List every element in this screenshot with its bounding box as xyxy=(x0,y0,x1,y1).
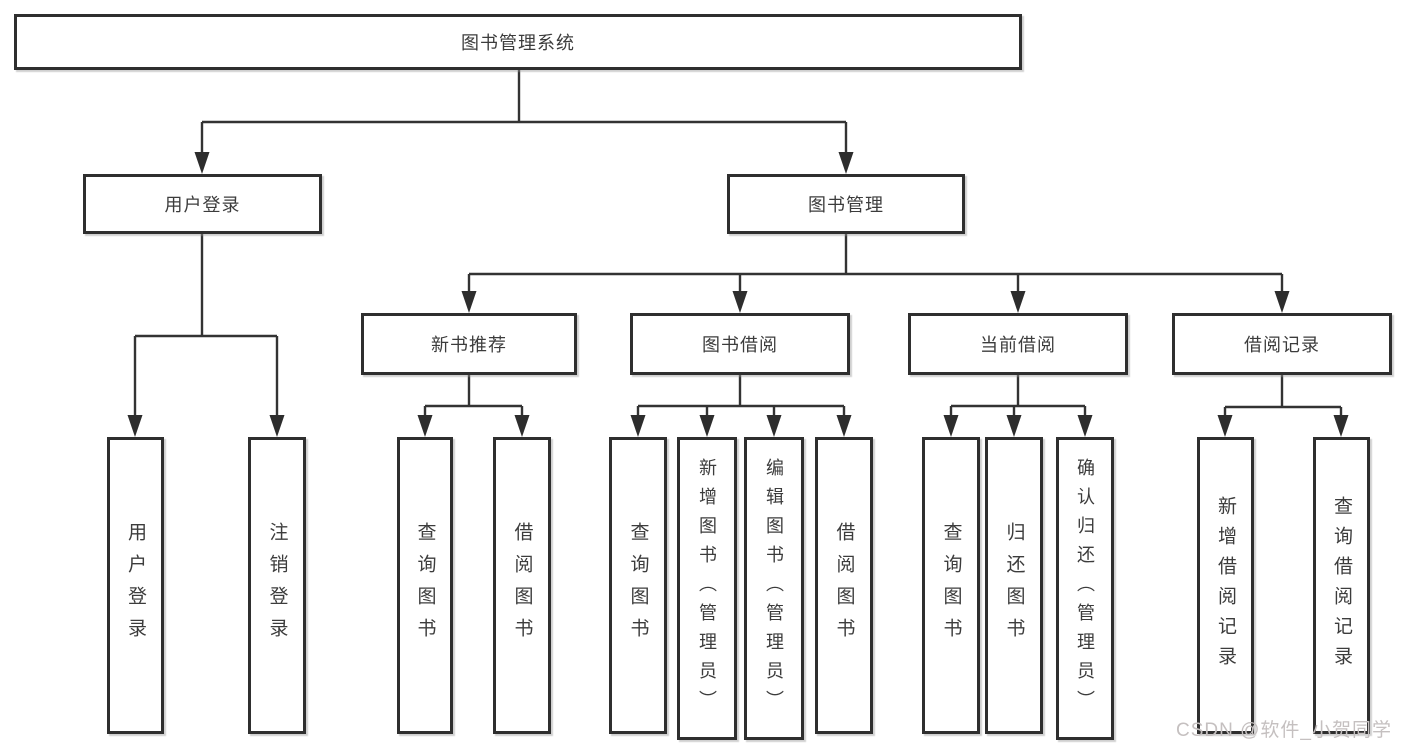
csdn-watermark: CSDN @软件_小贺同学 xyxy=(1176,720,1392,741)
node-current-borrow: 当前借阅 xyxy=(908,313,1128,375)
leaf-borrow-book-recommend: 借阅图书 xyxy=(493,437,551,734)
node-borrow-record: 借阅记录 xyxy=(1172,313,1392,375)
arrowheads xyxy=(127,152,1349,437)
leaf-add-book-admin: 新增图书（管理员） xyxy=(677,437,737,740)
leaf-query-borrow-record: 查询借阅记录 xyxy=(1313,437,1370,734)
leaf-user-login: 用户登录 xyxy=(107,437,164,734)
leaf-return-book: 归还图书 xyxy=(985,437,1043,734)
leaf-logout: 注销登录 xyxy=(248,437,306,734)
leaf-query-book-borrow: 查询图书 xyxy=(609,437,667,734)
leaf-add-borrow-record: 新增借阅记录 xyxy=(1197,437,1254,734)
node-user-login: 用户登录 xyxy=(83,174,322,234)
node-new-book-recommend: 新书推荐 xyxy=(361,313,577,375)
leaf-query-book-recommend: 查询图书 xyxy=(397,437,453,734)
leaf-confirm-return-admin: 确认归还（管理员） xyxy=(1056,437,1114,740)
leaf-borrow-book: 借阅图书 xyxy=(815,437,873,734)
node-book-management: 图书管理 xyxy=(727,174,965,234)
node-book-borrow: 图书借阅 xyxy=(630,313,850,375)
leaf-query-book-current: 查询图书 xyxy=(922,437,980,734)
node-library-management-system: 图书管理系统 xyxy=(14,14,1022,70)
leaf-edit-book-admin: 编辑图书（管理员） xyxy=(744,437,804,740)
